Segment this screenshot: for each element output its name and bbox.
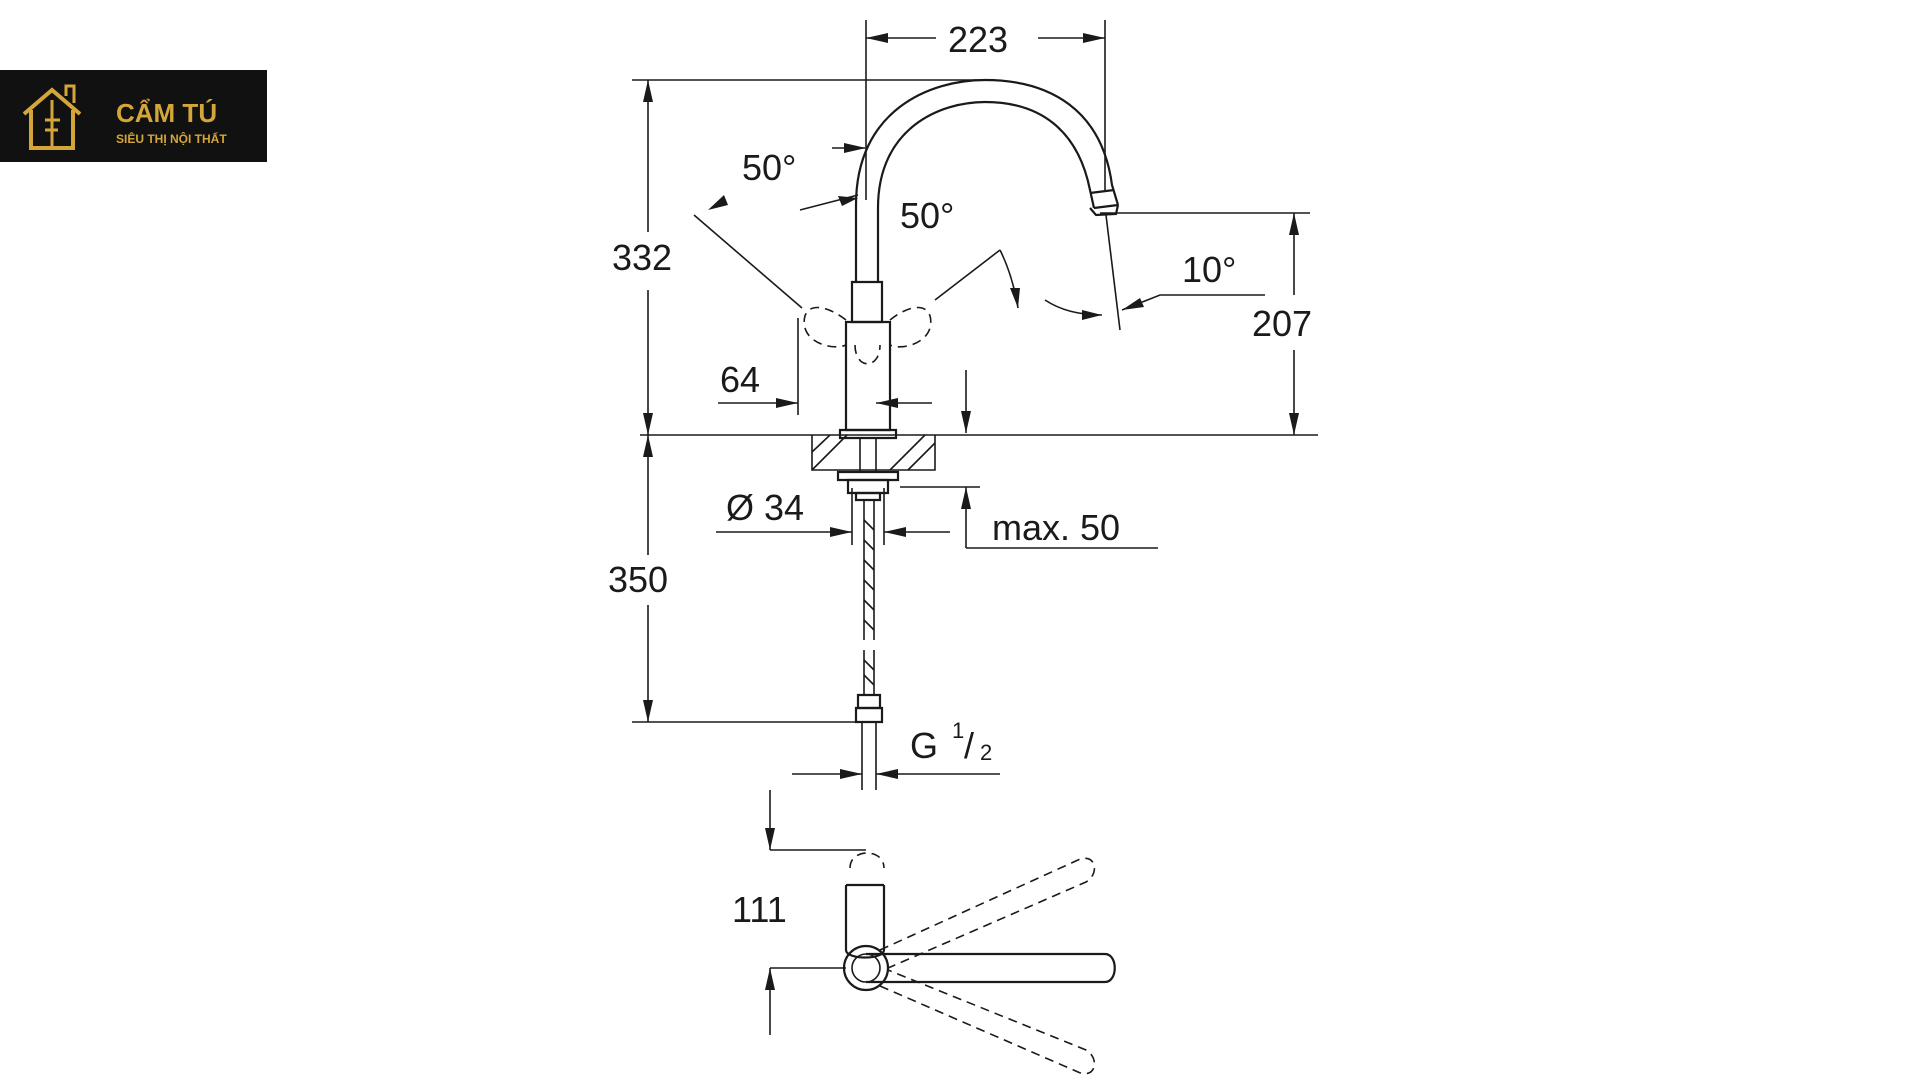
brand-tagline: SIÊU THỊ NỘI THẤT xyxy=(116,131,227,146)
dim-top-depth: 111 xyxy=(732,790,866,1035)
dim-50-left-label: 50° xyxy=(742,147,796,188)
dim-spout-angle: 10° xyxy=(1044,214,1265,331)
dim-spout-height: 207 xyxy=(1100,212,1312,435)
dim-223-label: 223 xyxy=(948,19,1008,60)
dim-thread-den: 2 xyxy=(980,740,992,765)
brand-name: CẨM TÚ xyxy=(116,98,217,128)
dim-connection-thread: G 1 / 2 xyxy=(792,718,1000,779)
dim-332-label: 332 xyxy=(612,237,672,278)
supply-hose xyxy=(854,500,884,790)
dim-thread-num: 1 xyxy=(952,718,964,743)
dim-max-thickness: max. 50 xyxy=(900,486,1158,549)
dim-total-height: 332 xyxy=(612,79,980,435)
dim-111-label: 111 xyxy=(732,889,787,930)
dim-lever-angle-left: 50° xyxy=(693,143,866,309)
svg-text:/: / xyxy=(964,725,974,766)
dim-lever-angle-right: 50° xyxy=(900,195,1020,309)
dim-50-right-label: 50° xyxy=(900,195,954,236)
dim-350-label: 350 xyxy=(608,559,668,600)
dim-max50-label: max. 50 xyxy=(992,507,1120,548)
dim-thread-label: G xyxy=(910,725,938,766)
dim-207-label: 207 xyxy=(1252,303,1312,344)
dim-hose-length: 350 xyxy=(608,435,860,723)
faucet-top-view xyxy=(842,852,1116,1075)
countertop xyxy=(640,428,1318,502)
faucet-body xyxy=(803,78,1120,432)
dim-hole-diameter: Ø 34 xyxy=(716,487,950,545)
brand-logo: CẨM TÚ SIÊU THỊ NỘI THẤT xyxy=(0,70,267,162)
dim-spout-reach: 223 xyxy=(865,19,1106,200)
dim-diameter-label: Ø 34 xyxy=(726,487,804,528)
house-logo-icon: CẨM TÚ SIÊU THỊ NỘI THẤT xyxy=(22,84,227,150)
dim-lever-offset: 64 xyxy=(718,318,971,433)
dim-10-label: 10° xyxy=(1182,249,1236,290)
dim-64-label: 64 xyxy=(720,359,760,400)
